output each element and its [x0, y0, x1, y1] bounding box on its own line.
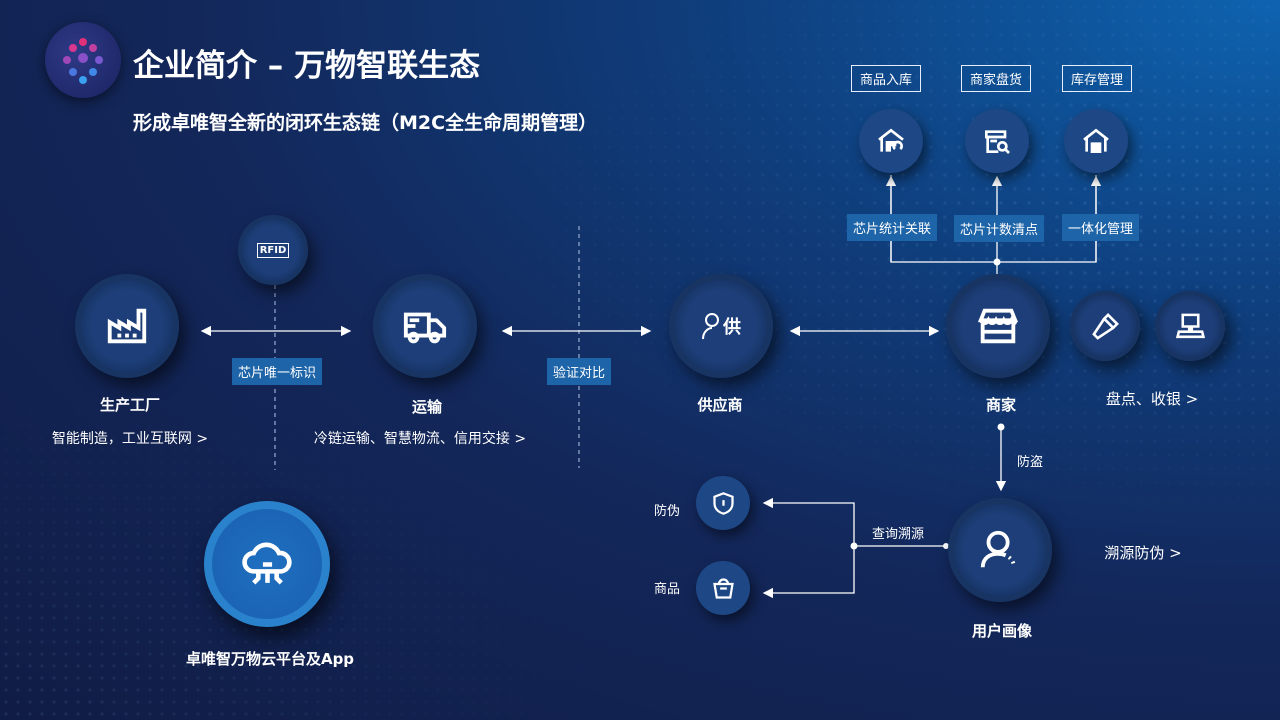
shop-icon [977, 308, 1019, 344]
supplier-label: 供应商 [697, 396, 743, 414]
tag-integrated: 一体化管理 [1062, 214, 1140, 241]
tag-chip-count: 芯片计数清点 [954, 215, 1045, 242]
merchant-label: 商家 [985, 396, 1017, 414]
factory-desc-link[interactable]: 智能制造，工业互联网 > [51, 431, 209, 447]
merchant-node[interactable] [946, 274, 1050, 378]
box-stock: 库存管理 [1062, 65, 1133, 92]
cloud-icon [241, 542, 292, 584]
shield-icon [696, 476, 750, 530]
trace-query-label: 查询溯源 [871, 527, 925, 542]
pos-terminal-icon [1155, 291, 1225, 361]
rfid-icon: RFID [238, 215, 308, 285]
tag-chip-id: 芯片唯一标识 [232, 358, 323, 385]
page-subtitle: 形成卓唯智全新的闭环生态链（M2C全生命周期管理） [133, 112, 598, 134]
supplier-node[interactable]: 供 [669, 274, 773, 378]
company-logo [45, 22, 121, 98]
tag-chip-stats: 芯片统计关联 [847, 214, 938, 241]
merchant-desc-link[interactable]: 盘点、收银 > [1105, 390, 1199, 408]
user-profile-label: 用户画像 [971, 622, 1033, 640]
transport-desc-link[interactable]: 冷链运输、智慧物流、信用交接 > [313, 431, 527, 447]
anti-theft-label: 防盗 [1016, 455, 1044, 470]
transport-node[interactable] [373, 274, 477, 378]
truck-icon [403, 312, 447, 344]
user-profile-node[interactable] [948, 498, 1052, 602]
user-desc-link[interactable]: 溯源防伪 > [1104, 544, 1182, 562]
warehouse-icon [1064, 109, 1128, 173]
cloud-platform-node[interactable] [204, 501, 330, 627]
supplier-icon-text: 供 [723, 317, 741, 338]
box-search-icon [965, 109, 1029, 173]
box-inventory-check: 商家盘货 [961, 65, 1032, 92]
cloud-platform-label: 卓唯智万物云平台及App [185, 650, 355, 668]
anti-fake-label: 防伪 [653, 504, 681, 519]
person-icon [702, 313, 719, 340]
factory-node[interactable] [75, 274, 179, 378]
shopping-bag-icon [696, 561, 750, 615]
warehouse-inbound-icon [859, 109, 923, 173]
goods-label: 商品 [653, 582, 681, 597]
rfid-text: RFID [256, 242, 290, 258]
transport-label: 运输 [411, 398, 443, 416]
tag-verify: 验证对比 [547, 358, 612, 385]
page-title: 企业简介 – 万物智联生态 [133, 48, 481, 84]
factory-label: 生产工厂 [99, 396, 161, 414]
factory-icon [107, 308, 147, 344]
user-icon [980, 530, 1016, 568]
scanner-icon [1070, 291, 1140, 361]
box-inbound: 商品入库 [851, 65, 922, 92]
